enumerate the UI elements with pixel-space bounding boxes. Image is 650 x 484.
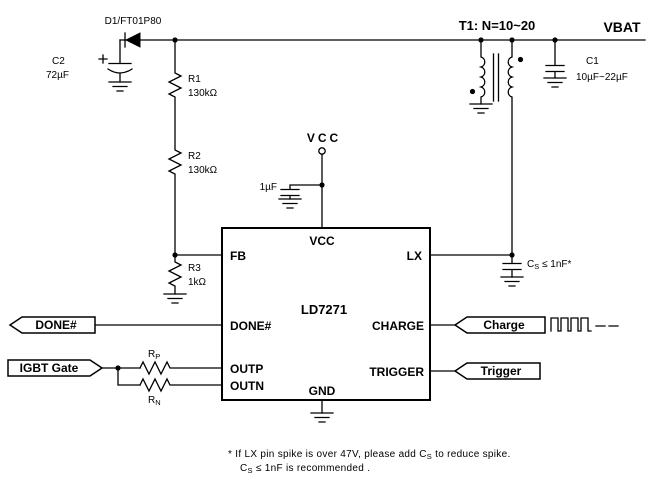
pin-outp: OUTP (230, 362, 263, 376)
diode-triangle (124, 32, 141, 48)
c2-value: 72µF (46, 70, 69, 81)
pin-charge: CHARGE (372, 319, 424, 333)
primary-winding (478, 39, 486, 105)
ic-ld7271: VCC FB LX LD7271 DONE# CHARGE OUTP OUTN … (221, 227, 431, 401)
r1-value: 130kΩ (188, 88, 218, 99)
phase-dot (517, 56, 524, 63)
charge-signal: Charge (429, 316, 619, 334)
r3-value: 1kΩ (188, 277, 207, 288)
igbt-label: IGBT Gate (20, 361, 79, 375)
transformer-t1: T1: N=10~20 (459, 18, 536, 256)
diode-label: D1/FT01P80 (105, 16, 162, 27)
resistor-rn (139, 377, 223, 393)
done-signal: DONE# (8, 316, 223, 334)
pulse-waveform-icon (550, 317, 592, 332)
rn-name: R (148, 395, 155, 406)
vbat-net-label: VBAT (603, 19, 641, 35)
cs-sub: S (534, 262, 539, 271)
igbt-gate-drive: IGBT Gate RP RN (7, 349, 223, 407)
ic-body (221, 227, 431, 401)
cs-spec: ≤ 1nF* (539, 259, 571, 270)
t1-label: T1: N=10~20 (459, 18, 536, 33)
charge-flag (453, 316, 546, 334)
footnote-line1: * If LX pin spike is over 47V, please ad… (228, 449, 511, 461)
c1-ref: C1 (586, 56, 599, 67)
pin-outn: OUTN (230, 379, 264, 393)
resistor-rp (139, 360, 223, 376)
done-label: DONE# (35, 318, 77, 332)
ground-symbol (108, 81, 132, 92)
capacitor-c2: C2 72µF (46, 39, 133, 92)
r2-ref: R2 (188, 151, 201, 162)
footnote-l1sub: S (427, 452, 432, 461)
secondary-winding (507, 39, 515, 256)
polarity-plus-icon (98, 54, 108, 64)
c2-ref: C2 (52, 56, 65, 67)
footnote-l1a: * If LX pin spike is over 47V, please ad… (228, 449, 427, 460)
footnote-l2b: ≤ 1nF is recommended . (253, 463, 370, 474)
ground-symbol (310, 412, 334, 423)
pin-vcc: VCC (309, 234, 335, 248)
pin-trigger: TRIGGER (369, 365, 424, 379)
pin-gnd: GND (309, 384, 336, 398)
ground-symbol (543, 77, 567, 88)
r3-ref: R3 (188, 263, 201, 274)
ground-symbol (163, 293, 187, 304)
cs-label: CS ≤ 1nF* (527, 259, 572, 271)
ground-symbol (469, 103, 493, 114)
cs-name: C (527, 259, 534, 270)
pin-lx: LX (407, 249, 422, 263)
top-rail-wire (119, 37, 646, 43)
r2-value: 130kΩ (188, 165, 218, 176)
rp-name: R (148, 349, 155, 360)
footnote-l2sub: S (248, 466, 253, 475)
trigger-signal: Trigger (429, 362, 541, 380)
rp-sub: P (155, 352, 160, 361)
footnote-l1b: to reduce spike. (432, 449, 510, 460)
r1-ref: R1 (188, 74, 201, 85)
done-flag (8, 316, 96, 334)
resistor-divider: R1 130kΩ R2 130kΩ R3 1kΩ (163, 39, 218, 304)
trigger-label: Trigger (481, 364, 522, 378)
ground-symbol (278, 198, 302, 209)
vcc-supply: VCC 1µF (260, 131, 341, 229)
phase-dot (469, 88, 476, 95)
footnote-l2a: C (240, 463, 248, 474)
core-lines (492, 53, 500, 102)
footnote: * If LX pin spike is over 47V, please ad… (228, 449, 511, 475)
ic-ground (310, 399, 334, 423)
cvcc-value: 1µF (260, 182, 277, 193)
trigger-flag (453, 362, 541, 380)
ground-symbol (500, 276, 524, 287)
rp-label: RP (148, 349, 160, 361)
footnote-line2: CS ≤ 1nF is recommended . (240, 463, 370, 475)
pin-fb: FB (230, 249, 246, 263)
rn-sub: N (155, 398, 160, 407)
capacitor-c1: C1 10µF~22µF (543, 39, 628, 88)
lx-snubber: CS ≤ 1nF* (429, 252, 572, 287)
diode-d1: D1/FT01P80 (105, 16, 162, 48)
rn-label: RN (148, 395, 161, 407)
vcc-net-label: VCC (307, 131, 341, 145)
c1-value: 10µF~22µF (576, 72, 628, 83)
pin-done: DONE# (230, 319, 272, 333)
ic-part-number: LD7271 (301, 302, 347, 317)
vcc-terminal-icon (318, 147, 326, 155)
igbt-flag (7, 359, 104, 377)
charge-label: Charge (483, 318, 525, 332)
